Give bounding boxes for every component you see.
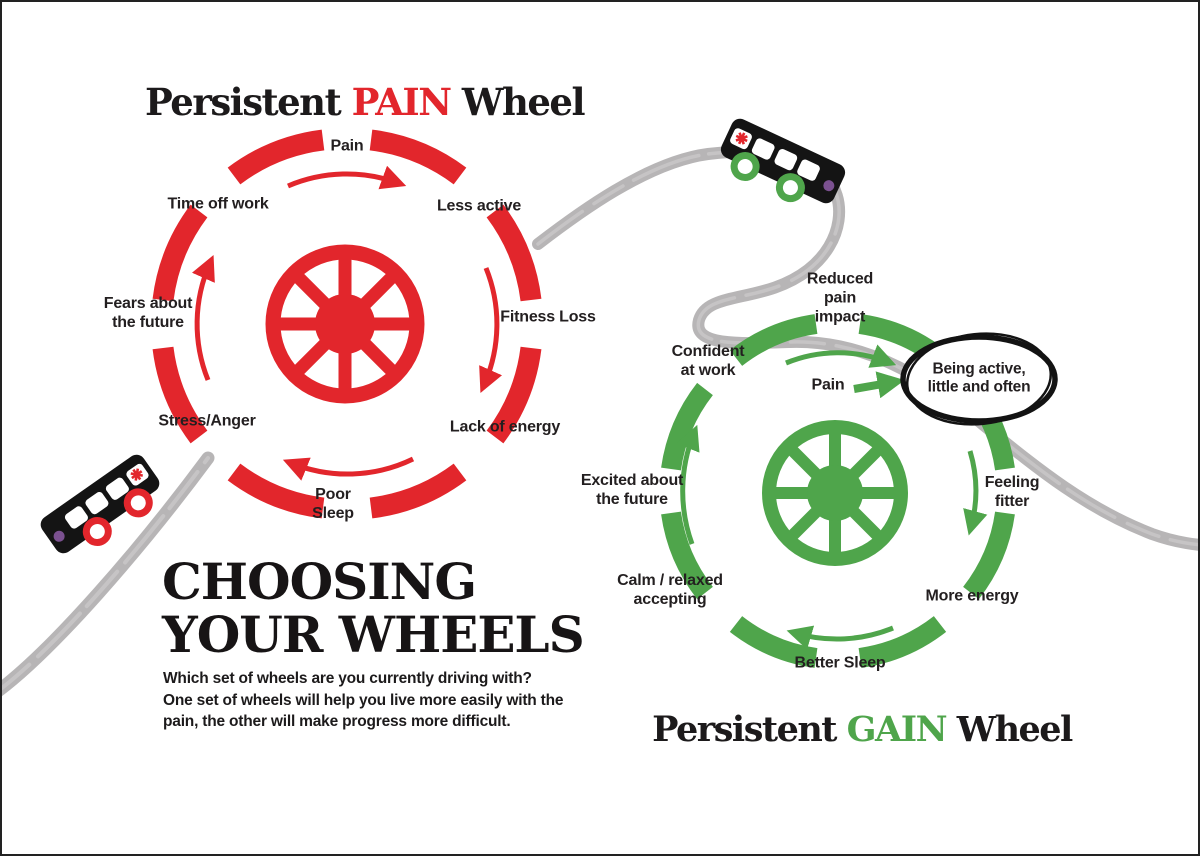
gain-label-pain: Pain	[811, 376, 845, 394]
main-subtitle: Which set of wheels are you currently dr…	[163, 670, 564, 731]
gain-label-confident-at-work: Confident at work	[671, 343, 745, 379]
gain-label-excited-future: Excited about the future	[580, 472, 684, 508]
pain-label-stress-anger: Stress/Anger	[158, 412, 256, 430]
gain-title-suffix: Wheel	[946, 709, 1074, 750]
gain-bus-icon	[716, 114, 850, 208]
gain-wheel-graphic	[661, 314, 1058, 668]
pain-bus-icon	[36, 450, 164, 558]
gain-label-better-sleep: Better Sleep	[794, 654, 886, 672]
pain-wheel-title: Persistent PAIN Wheel	[142, 80, 587, 124]
pain-label-less-active: Less active	[436, 197, 522, 215]
main-title-line1: CHOOSING	[162, 552, 477, 611]
pain-label-fears-future: Fears about the future	[103, 295, 193, 331]
gain-label-being-active: Being active, little and often	[927, 360, 1031, 396]
pain-title-highlight: PAIN	[351, 80, 452, 124]
main-title: CHOOSING YOUR WHEELS	[162, 552, 585, 664]
pain-to-active-arrow	[853, 371, 905, 399]
gain-wheel-ring	[661, 314, 1015, 668]
pain-label-poor-sleep: Poor Sleep	[312, 486, 354, 522]
gain-title-prefix: Persistent	[652, 709, 847, 750]
pain-wheel-graphic	[152, 129, 542, 519]
pain-label-lack-of-energy: Lack of energy	[449, 418, 561, 436]
gain-label-more-energy: More energy	[925, 587, 1019, 605]
gain-hub-wheel-icon	[762, 420, 908, 566]
being-active-ellipse	[900, 332, 1058, 426]
gain-label-calm-relaxed: Calm / relaxed accepting	[617, 572, 723, 608]
pain-title-prefix: Persistent	[144, 80, 352, 124]
pain-label-time-off-work: Time off work	[167, 195, 269, 213]
gain-label-reduced-pain-impact: Reduced pain impact	[806, 270, 874, 326]
gain-title-highlight: GAIN	[846, 709, 948, 750]
main-title-line2: YOUR WHEELS	[162, 605, 585, 664]
gain-label-feeling-fitter: Feeling fitter	[984, 474, 1040, 510]
gain-wheel-title: Persistent GAIN Wheel	[647, 709, 1077, 750]
pain-label-pain: Pain	[330, 137, 364, 155]
pain-label-fitness-loss: Fitness Loss	[500, 308, 596, 326]
pain-cycle-arrows	[191, 165, 503, 481]
gain-cycle-arrows	[676, 344, 988, 650]
pain-wheel-ring	[152, 129, 542, 519]
pain-title-suffix: Wheel	[450, 80, 586, 124]
pain-hub-wheel-icon	[265, 244, 425, 404]
